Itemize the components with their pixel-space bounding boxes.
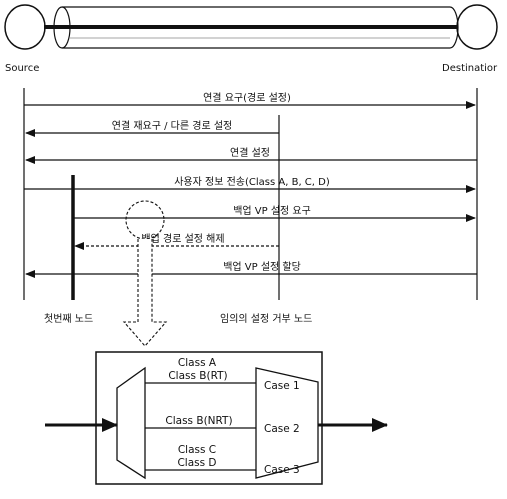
class-b-nrt-label: Class B(NRT)	[165, 415, 232, 427]
case-1-label: Case 1	[264, 380, 300, 392]
source-node-circle	[4, 4, 46, 50]
multiplexer-shape	[116, 366, 146, 480]
message-backup-request: 백업 VP 설정 요구	[233, 204, 311, 217]
case-selector-shape	[255, 367, 319, 479]
class-a-label: Class A	[178, 357, 217, 369]
destination-label: Destinatior	[442, 63, 498, 74]
destination-node-circle	[456, 4, 498, 50]
first-node-label: 첫번째 노드	[44, 313, 93, 325]
class-b-rt-label: Class B(RT)	[168, 370, 227, 382]
message-user-data: 사용자 정보 전송(Class A, B, C, D)	[174, 176, 330, 188]
rejecting-node-label: 임의의 설정 거부 노드	[220, 312, 312, 325]
case-2-label: Case 2	[264, 423, 300, 435]
zoom-down-arrow	[122, 239, 168, 347]
message-connection-request: 연결 요구(경로 설정)	[203, 91, 291, 104]
message-backup-release: 백업 경로 설정 해제	[141, 232, 224, 245]
class-d-label: Class D	[177, 457, 216, 469]
source-label: Source	[5, 63, 39, 74]
connection-tube	[4, 4, 498, 50]
message-connection-retry: 연결 재요구 / 다른 경로 설정	[112, 119, 232, 132]
message-connection-established: 연결 설정	[230, 147, 270, 159]
zoom-focus-circle	[125, 200, 165, 240]
case-3-label: Case 3	[264, 464, 300, 476]
message-backup-assign: 백업 VP 설정 할당	[223, 260, 301, 273]
class-c-label: Class C	[178, 444, 216, 456]
